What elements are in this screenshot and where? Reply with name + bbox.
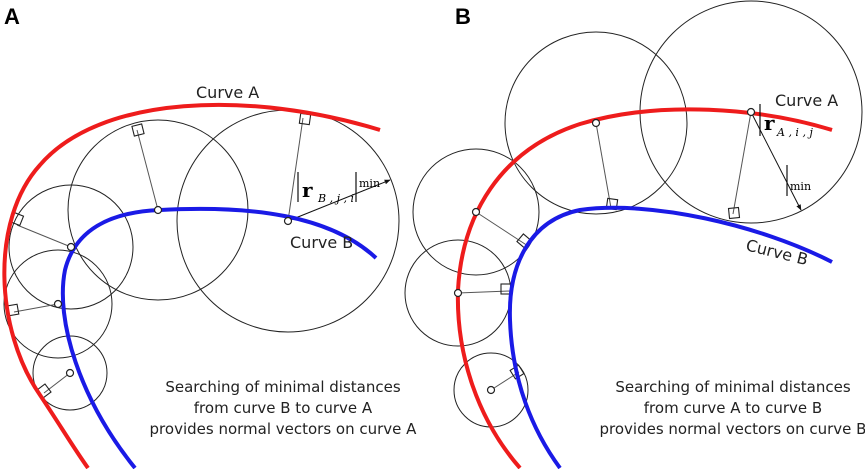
panel-a-letter: A xyxy=(4,4,20,29)
panel-b-point-3 xyxy=(471,207,481,217)
svg-text:Searching of minimal distances: Searching of minimal distances xyxy=(165,378,400,396)
panel-b: B Curve A Curve B xyxy=(404,0,865,469)
panel-a: A Curve A Curve B xyxy=(2,4,418,469)
panel-a-point-5 xyxy=(65,368,75,378)
panel-b-distance-formula: r A , i , j xyxy=(759,104,813,139)
svg-text:from curve B to curve A: from curve B to curve A xyxy=(194,399,373,417)
panel-b-formula-min: min xyxy=(790,180,811,193)
panel-b-circle-2 xyxy=(504,31,688,215)
panel-a-normal-2 xyxy=(136,129,159,211)
panel-a-circle-4 xyxy=(3,249,113,359)
panel-a-curve-b-label: Curve B xyxy=(290,233,353,252)
svg-text:r: r xyxy=(302,178,313,202)
panel-a-distance-formula: r B , j , i min xyxy=(297,172,380,205)
panel-a-curve-a-label: Curve A xyxy=(196,83,259,102)
svg-text:provides normal vectors on cur: provides normal vectors on curve A xyxy=(150,420,418,438)
panel-b-normal-2 xyxy=(595,122,612,209)
svg-text:r: r xyxy=(764,111,775,135)
panel-b-right-angle-1 xyxy=(727,206,741,220)
panel-b-point-5 xyxy=(486,385,496,395)
svg-text:A , i , j: A , i , j xyxy=(776,126,813,139)
panel-a-curve-b xyxy=(60,206,378,469)
svg-text:B , j , i: B , j , i xyxy=(317,192,354,205)
panel-b-normal-4 xyxy=(457,290,511,294)
svg-text:from curve A to curve B: from curve A to curve B xyxy=(644,399,822,417)
panel-b-point-2 xyxy=(591,118,601,128)
panel-a-caption: Searching of minimal distances from curv… xyxy=(150,378,418,438)
panel-b-radius-arrow xyxy=(750,111,802,211)
panel-a-point-4 xyxy=(53,299,63,309)
panel-b-point-4 xyxy=(453,288,463,298)
panel-b-circle-3 xyxy=(412,148,540,276)
panel-a-curve-a xyxy=(2,102,381,469)
panel-a-normal-1 xyxy=(287,117,304,222)
panel-b-normal-1 xyxy=(732,111,752,215)
panel-a-right-angle-1 xyxy=(298,112,312,126)
panel-b-normal-5 xyxy=(490,371,520,391)
svg-text:min: min xyxy=(359,177,380,190)
panel-b-letter: B xyxy=(455,4,471,29)
panel-a-point-1 xyxy=(283,216,293,226)
panel-b-normal-3 xyxy=(475,211,529,247)
svg-text:Searching of minimal distances: Searching of minimal distances xyxy=(615,378,850,396)
panel-b-curve-a xyxy=(455,107,833,469)
panel-a-normal-5 xyxy=(43,372,71,394)
panel-a-right-angle-2 xyxy=(131,123,145,137)
panel-b-caption: Searching of minimal distances from curv… xyxy=(600,378,865,438)
panel-b-curve-b xyxy=(507,205,833,469)
svg-text:provides normal vectors on cur: provides normal vectors on curve B xyxy=(600,420,865,438)
panel-a-point-2 xyxy=(153,205,163,215)
panel-b-curve-a-label: Curve A xyxy=(775,91,838,110)
panel-a-normal-4 xyxy=(13,303,59,313)
panel-a-radius-arrow xyxy=(287,179,391,222)
panel-b-point-1 xyxy=(746,107,756,117)
panel-a-point-3 xyxy=(66,242,76,252)
panel-a-normal-3 xyxy=(16,224,72,248)
panel-a-circle-3 xyxy=(8,184,134,310)
